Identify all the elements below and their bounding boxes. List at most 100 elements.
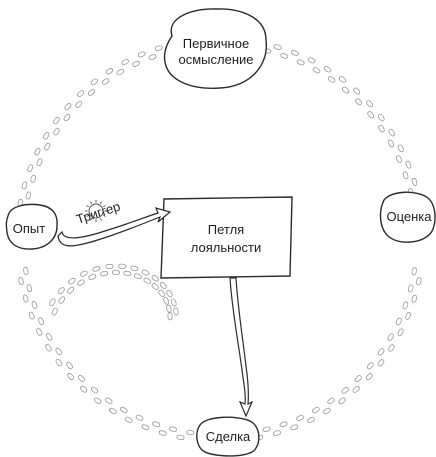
- footprint-icon: [38, 317, 45, 326]
- footprint-icon: [77, 90, 85, 98]
- footprint-icon: [25, 191, 32, 200]
- footprint-icon: [355, 98, 363, 106]
- footprint-icon: [51, 307, 58, 316]
- footprint-icon: [23, 266, 29, 275]
- footprint-icon: [44, 142, 51, 151]
- footprint-icon: [167, 312, 173, 321]
- footprint-icon: [166, 289, 173, 298]
- footprint-icon: [170, 298, 177, 307]
- node-experience-label: Опыт: [13, 221, 45, 236]
- footprint-icon: [68, 277, 76, 285]
- footprint-icon: [141, 424, 150, 431]
- footprint-icon: [291, 49, 299, 56]
- footprint-icon: [26, 284, 33, 293]
- footprint-icon: [354, 375, 362, 383]
- footprint-icon: [395, 317, 402, 326]
- footprint-icon: [121, 59, 130, 66]
- footprint-icon: [262, 426, 271, 432]
- footprint-icon: [75, 100, 83, 108]
- trigger-arrow: [57, 207, 172, 247]
- footprint-icon: [151, 274, 159, 282]
- node-evaluation: Оценка: [379, 191, 436, 243]
- footprint-icon: [338, 76, 347, 83]
- footprint-icon: [366, 362, 374, 370]
- footprint-icon: [323, 66, 332, 73]
- footprint-icon: [395, 155, 402, 163]
- footprint-icon: [31, 300, 38, 309]
- footprint-icon: [411, 267, 417, 276]
- sun-ray: [90, 218, 93, 221]
- sun-icon-core: [88, 203, 104, 219]
- footprint-icon: [109, 407, 117, 415]
- footprint-icon: [273, 430, 281, 436]
- node-experience-shape: [5, 203, 58, 250]
- footprint-icon: [342, 86, 350, 94]
- footprint-icon: [77, 279, 85, 286]
- footprint-icon: [402, 171, 409, 180]
- node-experience: Опыт: [5, 203, 58, 250]
- footprint-icon: [163, 297, 170, 305]
- footprint-icon: [341, 386, 349, 394]
- footprint-icon: [411, 294, 418, 303]
- footprint-icon: [124, 416, 133, 423]
- footprint-icon: [53, 116, 60, 125]
- footprint-icon: [273, 44, 282, 50]
- footprint-icon: [407, 284, 414, 293]
- footprint-icon: [30, 174, 36, 183]
- footprint-icon: [130, 265, 139, 272]
- footprint-icon: [116, 68, 125, 76]
- footprint-icon: [323, 407, 331, 415]
- footprint-icon: [158, 289, 165, 298]
- footprint-icon: [365, 373, 373, 381]
- footprint-icon: [57, 287, 65, 295]
- footprint-icon: [154, 45, 163, 51]
- footprint-icon: [143, 277, 152, 284]
- footprint-icon: [137, 51, 146, 58]
- footprint-icon: [100, 271, 109, 277]
- node-deal-shape: [196, 416, 260, 457]
- deal-arrow-body: [229, 277, 254, 418]
- footprint-icon: [279, 421, 288, 428]
- deal-arrow: [229, 277, 254, 418]
- footprint-icon: [45, 343, 52, 352]
- node-initial-comprehension-shape: [163, 8, 268, 89]
- footprint-icon: [353, 87, 361, 95]
- footprint-icon: [377, 348, 385, 356]
- footprint-icon: [378, 124, 385, 133]
- node-evaluation-label: Оценка: [386, 209, 432, 224]
- footprint-icon: [67, 286, 75, 294]
- node-loyalty-loop-shape: [160, 196, 293, 279]
- footprint-icon: [159, 281, 167, 290]
- sun-ray: [103, 214, 106, 217]
- sun-ray: [103, 205, 106, 208]
- footprint-icon: [88, 274, 97, 280]
- sun-ray: [86, 214, 89, 217]
- footprint-icon: [22, 294, 29, 303]
- footprint-icon: [18, 276, 24, 285]
- footprint-icon: [141, 269, 150, 276]
- footprint-icon: [307, 416, 315, 423]
- footprint-icon: [367, 111, 375, 119]
- footprint-icon: [28, 311, 35, 320]
- footprint-icon: [94, 397, 102, 405]
- footprint-icon: [176, 434, 185, 441]
- footprint-icon: [43, 131, 50, 140]
- footprint-icon: [135, 414, 144, 421]
- trigger-label: Триггер: [74, 199, 122, 227]
- footprint-icon: [21, 181, 28, 190]
- footprint-icon: [66, 361, 73, 370]
- node-deal: Сделка: [196, 416, 260, 457]
- footprint-icon: [53, 127, 60, 136]
- footprint-icon: [388, 344, 395, 352]
- footprint-icon: [105, 263, 114, 270]
- footprint-icon: [90, 386, 99, 394]
- footprint-icon: [352, 385, 360, 393]
- sun-ray: [86, 205, 89, 208]
- footprint-icon: [63, 113, 71, 122]
- footprint-icon: [397, 144, 404, 153]
- sun-ray: [99, 218, 102, 221]
- footprint-icon: [169, 426, 177, 432]
- footprint-icon: [388, 128, 395, 137]
- footprint-icon: [397, 328, 404, 337]
